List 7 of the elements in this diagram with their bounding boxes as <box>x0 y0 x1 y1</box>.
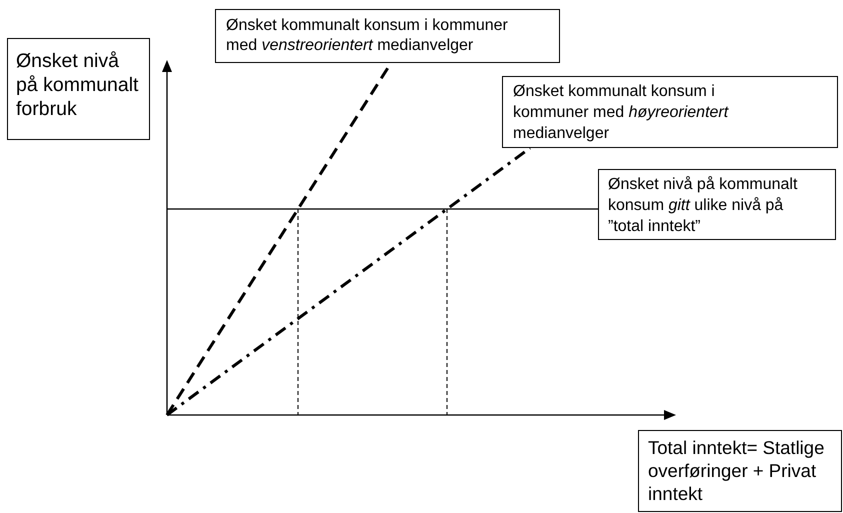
line <box>167 208 598 210</box>
label-box: Ønsket nivå på kommunalt forbruk <box>7 38 150 140</box>
label-box: Ønsket kommunalt konsum i kommuner med venstreorientert medianvelger <box>215 9 560 63</box>
label-box: Ønsket kommunalt konsum i kommuner med høyreorientert medianvelger <box>502 76 838 148</box>
dashed-line <box>166 146 531 416</box>
label-box: Total inntekt= Statlige overføringer + Privat inntekt <box>638 430 842 512</box>
label-box: Ønsket nivå på kommunalt konsum gitt ulike nivå på ”total inntekt” <box>598 169 836 240</box>
